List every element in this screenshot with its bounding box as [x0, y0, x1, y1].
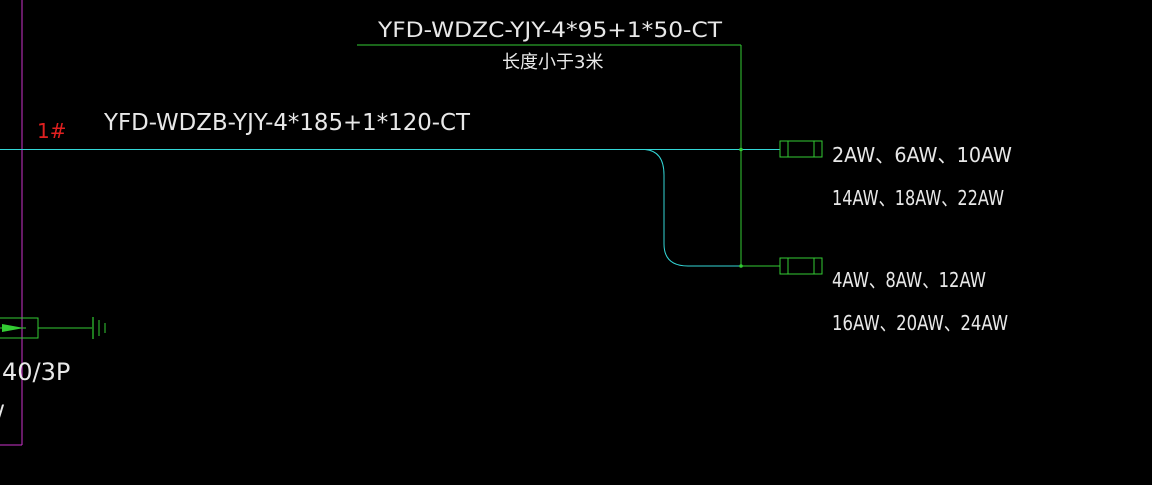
- main-cable-label: YFD-WDZB-YJY-4*185+1*120-CT: [103, 110, 471, 136]
- ground-icon: [92, 317, 106, 339]
- terminal-bottom-label-1: 4AW、8AW、12AW: [832, 268, 986, 292]
- breaker-rating-fragment: 40/3P: [2, 358, 70, 386]
- upper-cable-note: 长度小于3米: [502, 52, 603, 73]
- left-text-fragment: /: [0, 400, 5, 428]
- terminal-top-label-1: 2AW、6AW、10AW: [832, 143, 1012, 167]
- terminal-block-bottom: [779, 257, 823, 275]
- panel-id-label: 1#: [37, 119, 66, 143]
- terminal-block-top: [779, 140, 823, 158]
- terminal-top-label-2: 14AW、18AW、22AW: [832, 186, 1004, 210]
- junction-dot-top: [739, 147, 743, 152]
- breaker-symbol: [0, 317, 39, 339]
- branch-cable-curve: [644, 149, 780, 267]
- upper-cable-label: YFD-WDZC-YJY-4*95+1*50-CT: [377, 18, 722, 42]
- terminal-bottom-label-2: 16AW、20AW、24AW: [832, 311, 1008, 335]
